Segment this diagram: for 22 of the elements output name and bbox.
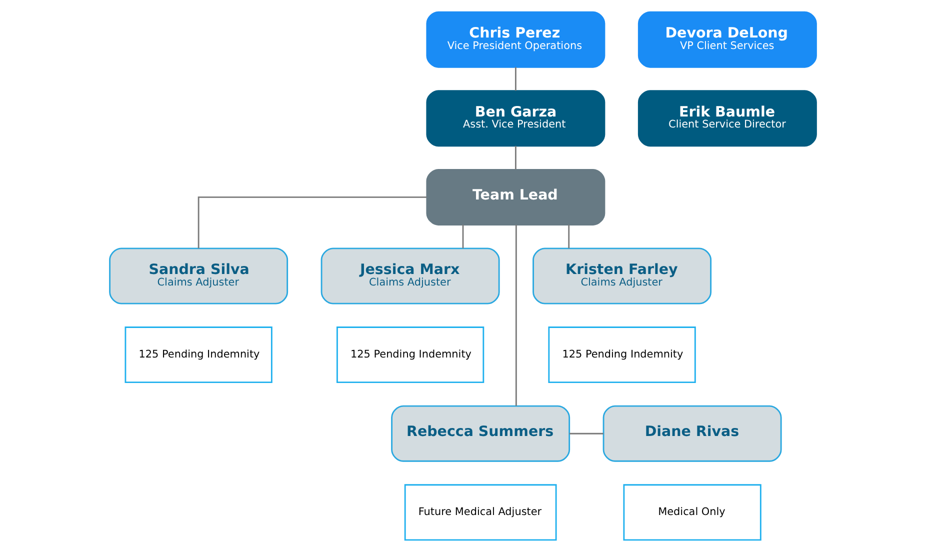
connector	[514, 67, 516, 91]
node-box: Sandra Silva Claims Adjuster	[108, 248, 288, 304]
node-box: Ben Garza Asst. Vice President	[426, 90, 605, 147]
node-box: 125 Pending Indemnity	[124, 326, 272, 384]
node-box: Medical Only	[622, 484, 761, 541]
node-box: 125 Pending Indemnity	[336, 326, 484, 384]
node-box: Jessica Marx Claims Adjuster	[320, 248, 500, 304]
node-box: Kristen Farley Claims Adjuster	[532, 248, 712, 304]
connector	[568, 224, 570, 248]
node-box: Devora DeLong VP Client Services	[637, 11, 816, 68]
node-box: Chris Perez Vice President Operations	[426, 11, 605, 68]
connector	[197, 196, 426, 248]
node-box: Erik Baumle Client Service Director	[637, 90, 816, 147]
connector	[568, 432, 603, 434]
connector	[514, 146, 516, 170]
node-box: Future Medical Adjuster	[404, 484, 556, 541]
connector	[514, 224, 516, 406]
node-box: Diane Rivas	[602, 405, 782, 462]
node-box: Rebecca Summers	[390, 405, 570, 462]
connector	[462, 224, 464, 248]
node-box: 125 Pending Indemnity	[548, 326, 696, 384]
node-box: Team Lead	[426, 168, 605, 226]
